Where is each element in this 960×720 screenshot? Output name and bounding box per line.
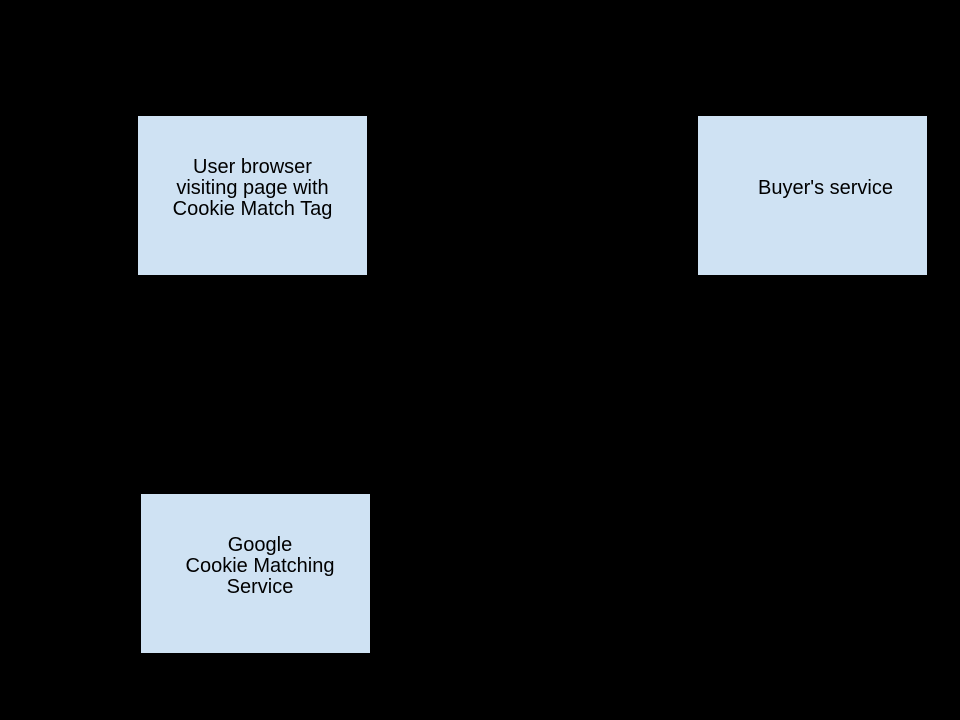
node-label-line: Service [226,575,294,598]
node-label-line: User browser [193,155,312,178]
node-buyers-service: Buyer's service [697,115,928,276]
node-label-line: visiting page with [176,176,329,199]
node-label-line: Cookie Match Tag [172,197,333,220]
node-google-cookie-matching-service: Google Cookie Matching Service [140,493,371,654]
node-label-line: Cookie Matching [185,554,335,577]
node-google-cookie-matching-service-label: Google Cookie Matching Service [185,533,335,598]
node-buyers-service-label: Buyer's service [758,176,893,199]
node-user-browser-label: User browser visiting page with Cookie M… [172,155,333,220]
node-label-line: Buyer's service [758,176,893,199]
node-label-line: Google [227,533,293,556]
node-user-browser: User browser visiting page with Cookie M… [137,115,368,276]
